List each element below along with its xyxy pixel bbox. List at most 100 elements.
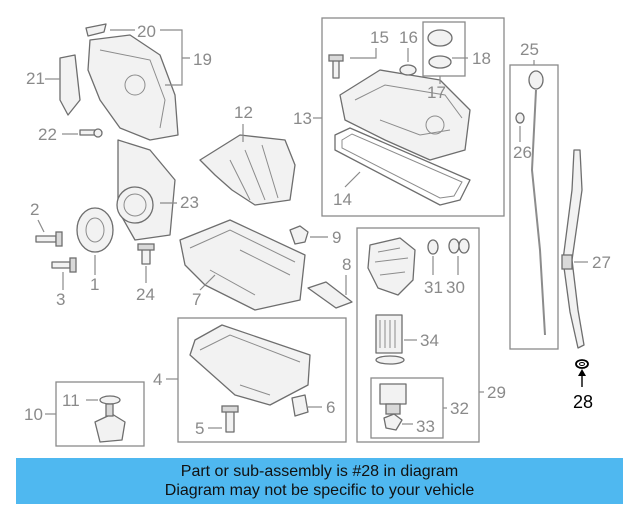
valve-cover-13 <box>339 69 471 161</box>
cap-18 <box>427 29 453 69</box>
callout-14: 14 <box>333 171 361 209</box>
callout-31: 31 <box>424 256 443 297</box>
callout-11: 11 <box>62 391 98 410</box>
svg-text:29: 29 <box>487 383 506 402</box>
seal-31 <box>427 239 439 255</box>
svg-text:5: 5 <box>195 419 204 438</box>
svg-text:30: 30 <box>446 278 465 297</box>
callout-22: 22 <box>38 125 78 144</box>
callout-28[interactable]: 28 <box>573 369 593 412</box>
callout-25: 25 <box>520 40 539 65</box>
svg-text:11: 11 <box>62 391 80 410</box>
timing-cover <box>59 23 179 141</box>
callout-16: 16 <box>399 28 418 62</box>
banner-line-2: Diagram may not be specific to your vehi… <box>164 482 475 499</box>
callout-20: 20 <box>110 22 156 41</box>
callout-1: 1 <box>90 255 99 294</box>
gasket-8 <box>307 281 353 309</box>
bolt-2 <box>35 231 63 247</box>
callout-34: 34 <box>404 331 439 350</box>
svg-text:12: 12 <box>234 103 253 122</box>
callout-6: 6 <box>308 398 335 417</box>
oil-pan-upper-7 <box>179 219 306 311</box>
callout-3: 3 <box>56 272 65 309</box>
callout-27: 27 <box>574 253 611 272</box>
group-box-25 <box>509 64 559 350</box>
svg-text:3: 3 <box>56 290 65 309</box>
svg-text:23: 23 <box>180 193 199 212</box>
bolt-22 <box>79 128 103 138</box>
bolt-15 <box>328 54 344 79</box>
filter-housing-29 <box>367 237 416 296</box>
svg-text:27: 27 <box>592 253 611 272</box>
svg-text:21: 21 <box>26 69 45 88</box>
svg-text:33: 33 <box>416 417 435 436</box>
svg-text:8: 8 <box>342 255 351 274</box>
svg-text:34: 34 <box>420 331 439 350</box>
callout-17: 17 <box>427 76 446 102</box>
guide-tube-27 <box>561 149 585 349</box>
oil-pan-lower-4 <box>189 324 311 406</box>
callout-29: 29 <box>479 383 506 402</box>
svg-text:2: 2 <box>30 200 39 219</box>
valve-gasket-14 <box>334 127 471 206</box>
drain-plug-5 <box>221 405 239 433</box>
seal-16 <box>399 64 417 76</box>
group-box-17 <box>422 21 466 77</box>
baffle-12 <box>199 134 296 206</box>
svg-text:16: 16 <box>399 28 418 47</box>
svg-text:28: 28 <box>573 392 593 412</box>
callout-24: 24 <box>136 266 155 304</box>
callout-4: 4 <box>153 370 178 389</box>
callout-21: 21 <box>26 69 60 88</box>
svg-text:31: 31 <box>424 278 443 297</box>
svg-text:25: 25 <box>520 40 539 59</box>
group-box-29 <box>356 227 480 443</box>
filter-element-34 <box>375 314 405 365</box>
o-ring-28 <box>575 359 589 369</box>
svg-text:4: 4 <box>153 370 162 389</box>
callout-33: 33 <box>402 417 435 436</box>
svg-text:26: 26 <box>513 143 532 162</box>
svg-text:10: 10 <box>24 405 43 424</box>
svg-text:1: 1 <box>90 275 99 294</box>
svg-text:6: 6 <box>326 398 335 417</box>
callout-2: 2 <box>30 200 45 233</box>
callout-12: 12 <box>234 103 253 142</box>
seal-26 <box>515 112 525 124</box>
info-banner: Part or sub-assembly is #28 in diagram D… <box>16 458 623 504</box>
group-box-4 <box>177 317 347 443</box>
oil-level-sensor-10 <box>94 395 126 443</box>
svg-text:15: 15 <box>370 28 389 47</box>
seal-30 <box>448 238 470 254</box>
svg-text:18: 18 <box>472 49 491 68</box>
cover-seal-23 <box>116 139 176 241</box>
plug-9 <box>289 225 309 245</box>
svg-text:14: 14 <box>333 190 352 209</box>
svg-text:9: 9 <box>332 228 341 247</box>
svg-text:22: 22 <box>38 125 57 144</box>
sensor-24 <box>137 243 155 265</box>
bolt-3 <box>51 257 77 273</box>
svg-text:20: 20 <box>137 22 156 41</box>
callout-9: 9 <box>310 228 341 247</box>
clip-6 <box>291 394 309 417</box>
pulley-1 <box>76 207 114 253</box>
svg-text:24: 24 <box>136 285 155 304</box>
callout-15: 15 <box>350 28 389 59</box>
callout-18: 18 <box>452 49 491 68</box>
callout-19: 19 <box>160 29 212 86</box>
svg-text:32: 32 <box>450 399 469 418</box>
callout-10: 10 <box>24 405 56 424</box>
callout-30: 30 <box>446 256 465 297</box>
callout-23: 23 <box>160 193 199 212</box>
svg-text:7: 7 <box>192 290 201 309</box>
svg-text:17: 17 <box>427 83 446 102</box>
callout-8: 8 <box>342 255 351 295</box>
dipstick-25 <box>528 70 546 336</box>
callout-32: 32 <box>443 399 469 418</box>
svg-text:19: 19 <box>193 50 212 69</box>
callout-5: 5 <box>195 419 222 438</box>
svg-text:13: 13 <box>293 109 312 128</box>
banner-line-1: Part or sub-assembly is #28 in diagram <box>180 463 459 480</box>
